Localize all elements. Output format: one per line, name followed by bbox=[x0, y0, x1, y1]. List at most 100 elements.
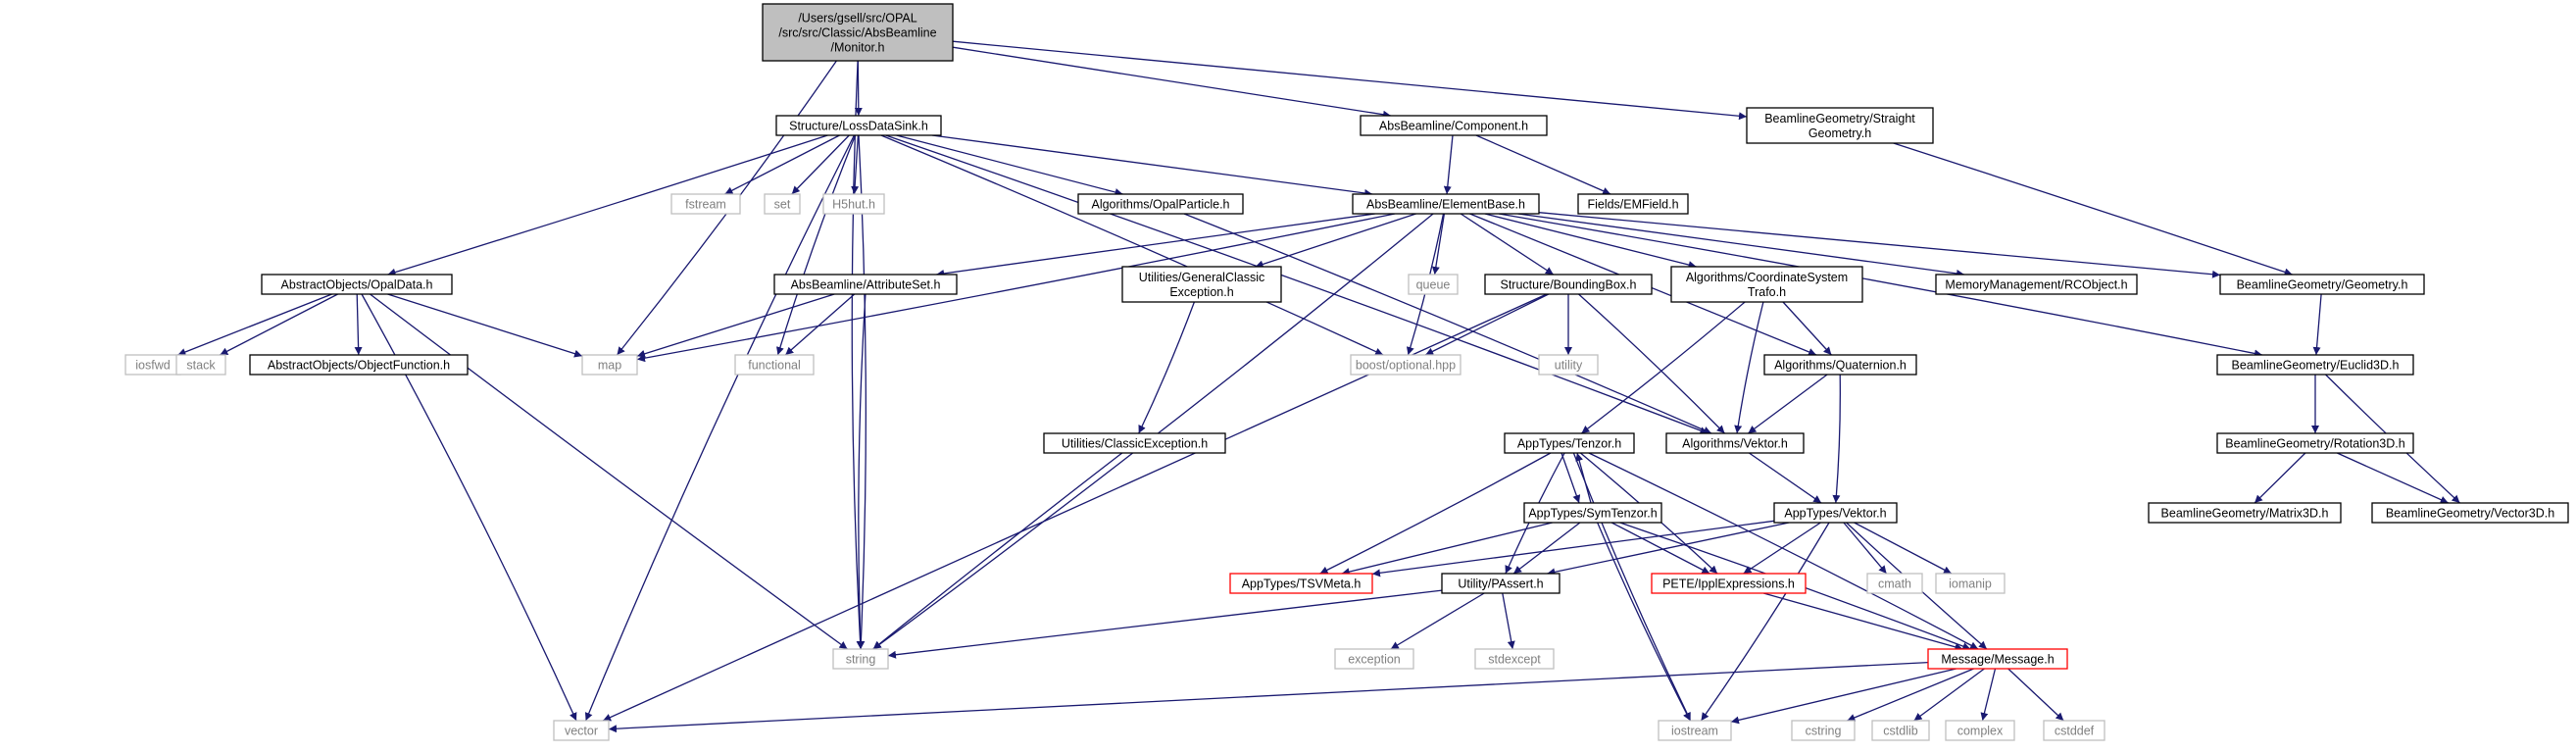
node-geometry[interactable]: BeamlineGeometry/Geometry.h bbox=[2219, 274, 2425, 295]
node-box-matrix3d bbox=[2148, 502, 2342, 524]
node-objfunction[interactable]: AbstractObjects/ObjectFunction.h bbox=[249, 354, 469, 376]
edge-passert-to-string bbox=[887, 589, 1443, 659]
node-label: string bbox=[846, 653, 876, 667]
edge-lossdatasink-to-set bbox=[791, 134, 850, 195]
node-tenzor[interactable]: AppTypes/Tenzor.h bbox=[1504, 432, 1635, 454]
node-label: cstdlib bbox=[1883, 725, 1917, 738]
node-cmath: cmath bbox=[1866, 573, 1923, 594]
node-attributeset[interactable]: AbsBeamline/AttributeSet.h bbox=[773, 274, 958, 295]
edge-straightgeom-to-geometry bbox=[1893, 142, 2293, 276]
node-opaldata[interactable]: AbstractObjects/OpalData.h bbox=[261, 274, 453, 295]
edge-opaldata-to-vector bbox=[361, 293, 577, 722]
edge-opalparticle-to-algvektor bbox=[1183, 213, 1712, 434]
node-box-ipplexpr bbox=[1651, 573, 1807, 594]
node-euclid3d[interactable]: BeamlineGeometry/Euclid3D.h bbox=[2216, 354, 2414, 376]
edge-attributeset-to-map bbox=[636, 293, 835, 358]
edge-message-to-cstddef bbox=[2007, 668, 2064, 722]
edge-genclassicexc-to-classicexc bbox=[1138, 301, 1196, 434]
node-rotation3d[interactable]: BeamlineGeometry/Rotation3D.h bbox=[2216, 432, 2414, 454]
node-label: boost/optional.hpp bbox=[1356, 359, 1456, 373]
node-label: AppTypes/SymTenzor.h bbox=[1528, 507, 1657, 521]
edge-lossdatasink-to-algvektor bbox=[885, 134, 1709, 434]
edge-opaldata-to-stack bbox=[220, 293, 338, 356]
node-box-utility bbox=[1538, 354, 1599, 376]
node-box-iostream bbox=[1658, 720, 1732, 741]
node-label: AppTypes/Vektor.h bbox=[1784, 507, 1886, 521]
node-classicexc[interactable]: Utilities/ClassicException.h bbox=[1043, 432, 1226, 454]
node-label: Message/Message.h bbox=[1941, 653, 2054, 667]
node-label: AbstractObjects/ObjectFunction.h bbox=[268, 359, 450, 373]
edge-message-to-iostream bbox=[1730, 668, 1957, 725]
node-boostopt: boost/optional.hpp bbox=[1350, 354, 1461, 376]
node-cstring: cstring bbox=[1791, 720, 1856, 741]
edge-component-to-elementbase bbox=[1443, 134, 1454, 195]
node-emfield[interactable]: Fields/EMField.h bbox=[1577, 193, 1689, 215]
node-box-root bbox=[762, 3, 954, 62]
edge-appvektor-to-iostream bbox=[1700, 522, 1830, 722]
edge-message-to-complex bbox=[1980, 668, 1997, 722]
node-boundingbox[interactable]: Structure/BoundingBox.h bbox=[1484, 274, 1653, 295]
node-utility: utility bbox=[1538, 354, 1599, 376]
node-box-rotation3d bbox=[2216, 432, 2414, 454]
node-label: stack bbox=[186, 359, 216, 373]
node-passert[interactable]: Utility/PAssert.h bbox=[1441, 573, 1560, 594]
edge-coordsys-to-tenzor bbox=[1581, 301, 1746, 434]
node-rcobject[interactable]: MemoryManagement/RCObject.h bbox=[1935, 274, 2138, 295]
edge-elementbase-to-euclid3d bbox=[1498, 213, 2263, 358]
node-label: iostream bbox=[1671, 725, 1718, 738]
node-box-rcobject bbox=[1935, 274, 2138, 295]
node-opalparticle[interactable]: Algorithms/OpalParticle.h bbox=[1077, 193, 1244, 215]
node-algvektor[interactable]: Algorithms/Vektor.h bbox=[1665, 432, 1805, 454]
node-matrix3d[interactable]: BeamlineGeometry/Matrix3D.h bbox=[2148, 502, 2342, 524]
node-box-attributeset bbox=[773, 274, 958, 295]
node-tsvmeta[interactable]: AppTypes/TSVMeta.h bbox=[1229, 573, 1373, 594]
node-vector3d[interactable]: BeamlineGeometry/Vector3D.h bbox=[2371, 502, 2569, 524]
edge-rotation3d-to-vector3d bbox=[2337, 452, 2449, 504]
edge-symtenzor-to-tenzor bbox=[1575, 452, 1592, 504]
edge-opaldata-to-objfunction bbox=[354, 293, 363, 356]
node-fstream: fstream bbox=[670, 193, 741, 215]
node-label: set bbox=[774, 198, 791, 212]
edge-passert-to-exception bbox=[1390, 592, 1485, 650]
edge-lossdatasink-to-opalparticle bbox=[896, 134, 1123, 196]
node-label: H5hut.h bbox=[832, 198, 875, 212]
edge-quaternion-to-algvektor bbox=[1748, 374, 1828, 434]
node-quaternion[interactable]: Algorithms/Quaternion.h bbox=[1763, 354, 1917, 376]
node-ipplexpr[interactable]: PETE/IpplExpressions.h bbox=[1651, 573, 1807, 594]
edge-lossdatasink-to-functional bbox=[776, 134, 857, 356]
node-label: /src/src/Classic/AbsBeamline bbox=[778, 26, 936, 40]
node-label: Utilities/GeneralClassic bbox=[1139, 271, 1265, 284]
node-label: map bbox=[598, 359, 621, 373]
edge-lossdatasink-to-boostopt bbox=[880, 134, 1384, 356]
edge-appvektor-to-ipplexpr bbox=[1743, 522, 1821, 575]
edge-elementbase-to-attributeset bbox=[936, 213, 1375, 277]
node-label: Utility/PAssert.h bbox=[1458, 577, 1543, 591]
edge-elementbase-to-queue bbox=[1431, 213, 1446, 276]
node-appvektor[interactable]: AppTypes/Vektor.h bbox=[1773, 502, 1898, 524]
node-lossdatasink[interactable]: Structure/LossDataSink.h bbox=[775, 115, 942, 136]
node-label: AbstractObjects/OpalData.h bbox=[281, 278, 433, 292]
node-iostream: iostream bbox=[1658, 720, 1732, 741]
node-label: queue bbox=[1416, 278, 1451, 292]
node-label: BeamlineGeometry/Euclid3D.h bbox=[2232, 359, 2400, 373]
node-box-coordsys bbox=[1670, 266, 1863, 303]
edge-lossdatasink-to-elementbase bbox=[931, 134, 1373, 197]
node-message[interactable]: Message/Message.h bbox=[1927, 648, 2068, 670]
edge-boundingbox-to-boostopt bbox=[1424, 293, 1550, 356]
node-box-passert bbox=[1441, 573, 1560, 594]
edge-appvektor-to-passert bbox=[1547, 522, 1790, 577]
node-component[interactable]: AbsBeamline/Component.h bbox=[1360, 115, 1548, 136]
edge-elementbase-to-genclassicexc bbox=[1255, 213, 1416, 269]
node-root[interactable]: /Users/gsell/src/OPAL/src/src/Classic/Ab… bbox=[762, 3, 954, 62]
node-box-vector bbox=[553, 720, 610, 741]
node-elementbase[interactable]: AbsBeamline/ElementBase.h bbox=[1352, 193, 1540, 215]
node-box-message bbox=[1927, 648, 2068, 670]
node-symtenzor[interactable]: AppTypes/SymTenzor.h bbox=[1523, 502, 1662, 524]
node-box-tsvmeta bbox=[1229, 573, 1373, 594]
edge-root-to-string bbox=[851, 60, 865, 650]
node-label: Fields/EMField.h bbox=[1587, 198, 1678, 212]
